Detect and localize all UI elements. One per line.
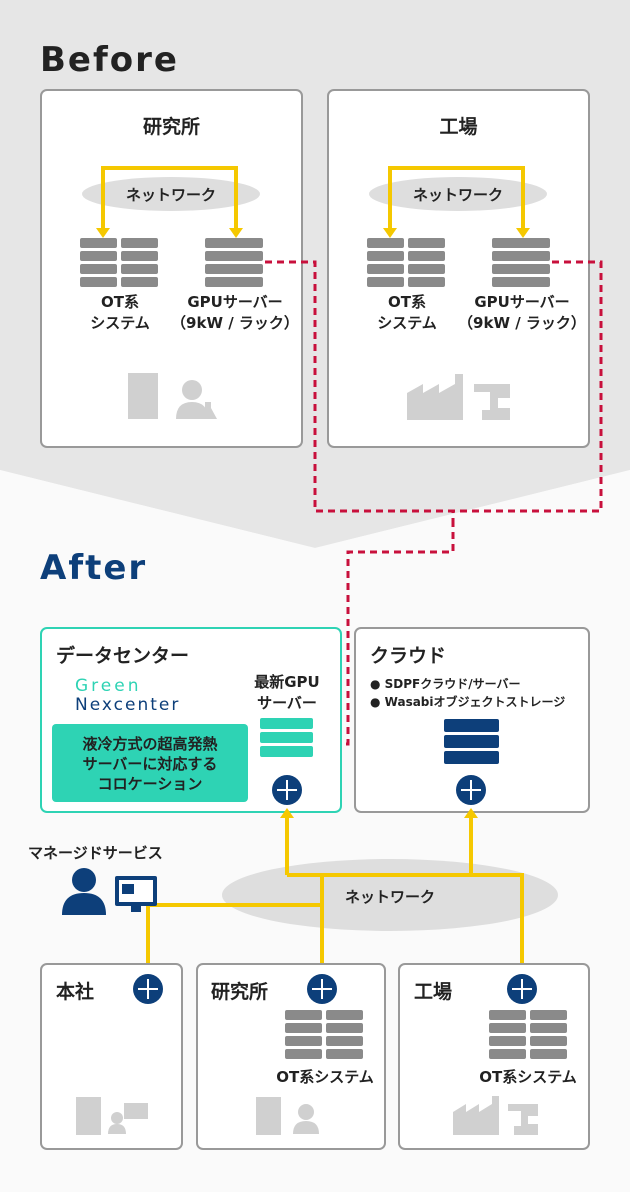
- cloud-item-2-text: Wasabiオブジェクトストレージ: [384, 695, 566, 709]
- before-lab-gpu-label: GPUサーバー （9kW / ラック）: [160, 292, 310, 334]
- before-factory-gpu-label: GPUサーバー （9kW / ラック）: [447, 292, 597, 334]
- after-network-label: ネットワーク: [344, 888, 435, 906]
- hq-router-icon: [133, 974, 163, 1004]
- after-gpu-label-line1: 最新GPU: [254, 673, 320, 691]
- cloud-item-1: ● SDPFクラウド/サーバー: [370, 677, 521, 691]
- operator-headset-icon: [62, 868, 106, 915]
- arrow-to-cloud: [464, 808, 478, 818]
- before-factory-network-label: ネットワーク: [412, 186, 503, 204]
- green-nexcenter-logo-line2: Nexcenter: [75, 695, 181, 715]
- before-lab-gpu-server-icon: [205, 238, 263, 287]
- after-notch-fill: [0, 470, 630, 548]
- before-lab-ot-label-line2: システム: [90, 314, 150, 332]
- green-nexcenter-logo-line1: Green: [75, 676, 142, 696]
- after-lab-building-icon: [256, 1097, 281, 1135]
- hq-presenter-icon: [108, 1103, 148, 1134]
- after-heading: After: [40, 548, 148, 588]
- datacenter-feature-line3: コロケーション: [97, 775, 203, 793]
- before-lab-title: 研究所: [142, 116, 200, 138]
- before-factory-arrow-right: [516, 228, 530, 238]
- datacenter-title: データセンター: [56, 645, 190, 667]
- after-lab-researcher-icon: [293, 1104, 319, 1134]
- before-factory-gpu-server-icon: [492, 238, 550, 287]
- before-factory-ot-server-icon: [367, 238, 445, 287]
- before-factory-ot-label: OT系 システム: [357, 292, 457, 334]
- after-gpu-label: 最新GPU サーバー: [237, 672, 337, 714]
- before-factory-arrow-left: [383, 228, 397, 238]
- cloud-server-icon: [444, 719, 499, 764]
- managed-service-label: マネージドサービス: [28, 844, 163, 862]
- before-factory-ot-label-line2: システム: [377, 314, 437, 332]
- monitor-icon: [115, 876, 157, 912]
- arrow-to-datacenter: [280, 808, 294, 818]
- after-lab-ot-label: OT系システム: [276, 1068, 374, 1086]
- before-factory-plant-icon: [407, 374, 463, 420]
- after-lab-title: 研究所: [211, 981, 269, 1003]
- before-heading: Before: [40, 40, 179, 80]
- before-factory-network-links: [388, 166, 525, 233]
- before-lab-arrow-left: [96, 228, 110, 238]
- cloud-router-icon: [456, 775, 486, 805]
- before-lab-ot-server-icon: [80, 238, 158, 287]
- before-factory-network-ellipse: [369, 177, 547, 211]
- before-lab-building-icon: [128, 373, 158, 419]
- datacenter-feature-text: 液冷方式の超高発熱 サーバーに対応する コロケーション: [52, 734, 248, 794]
- cloud-item-2: ● Wasabiオブジェクトストレージ: [370, 695, 566, 709]
- before-lab-gpu-label-line1: GPUサーバー: [187, 293, 283, 311]
- hq-building-icon: [76, 1097, 101, 1135]
- before-factory-robot-icon: [474, 384, 510, 420]
- datacenter-feature-line1: 液冷方式の超高発熱: [82, 735, 218, 753]
- cloud-item-1-text: SDPFクラウド/サーバー: [384, 677, 521, 691]
- after-factory-plant-icon: [453, 1096, 499, 1135]
- before-lab-gpu-label-line2: （9kW / ラック）: [171, 314, 299, 332]
- after-lab-router-icon: [307, 974, 337, 1004]
- after-network-links: [146, 812, 524, 970]
- after-gpu-server-icon: [260, 718, 313, 757]
- before-factory-gpu-label-line1: GPUサーバー: [474, 293, 570, 311]
- before-lab-network-links: [101, 166, 238, 233]
- before-lab-ot-label: OT系 システム: [70, 292, 170, 334]
- before-lab-network-ellipse: [82, 177, 260, 211]
- datacenter-router-icon: [272, 775, 302, 805]
- after-factory-title: 工場: [414, 981, 453, 1003]
- before-lab-researcher-icon: [176, 380, 217, 419]
- before-lab-ot-label-line1: OT系: [101, 293, 139, 311]
- after-factory-ot-label: OT系システム: [479, 1068, 577, 1086]
- before-factory-gpu-label-line2: （9kW / ラック）: [458, 314, 586, 332]
- after-factory-robot-icon: [508, 1104, 538, 1135]
- after-gpu-label-line2: サーバー: [257, 694, 317, 712]
- before-factory-ot-label-line1: OT系: [388, 293, 426, 311]
- after-factory-ot-server-icon: [489, 1010, 567, 1059]
- hq-title: 本社: [56, 981, 95, 1003]
- datacenter-feature-line2: サーバーに対応する: [82, 755, 218, 773]
- before-lab-arrow-right: [229, 228, 243, 238]
- after-lab-ot-server-icon: [285, 1010, 363, 1059]
- cloud-title: クラウド: [370, 645, 447, 667]
- after-factory-router-icon: [507, 974, 537, 1004]
- datacenter-feature-panel: [52, 724, 248, 802]
- before-lab-network-label: ネットワーク: [125, 186, 216, 204]
- before-factory-title: 工場: [439, 116, 478, 138]
